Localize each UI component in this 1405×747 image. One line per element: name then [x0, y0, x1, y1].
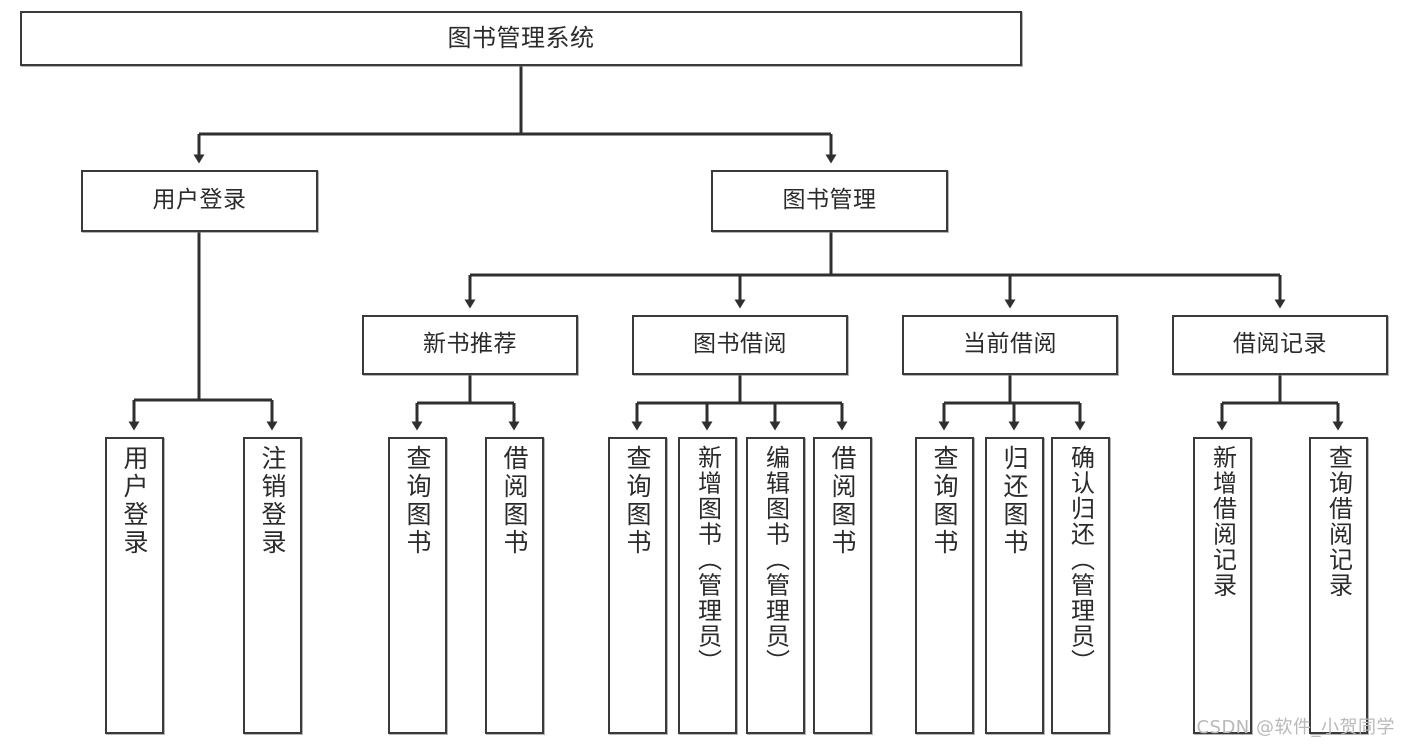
- node-leaf-query-book-1-label: 查询图书: [403, 445, 432, 557]
- node-leaf-borrow-book-2-label: 借阅图书: [828, 445, 857, 557]
- node-borrow-record-label: 借阅记录: [1233, 331, 1327, 358]
- node-leaf-user-login[interactable]: 用户登录: [105, 437, 164, 734]
- node-current-borrow[interactable]: 当前借阅: [902, 315, 1118, 375]
- node-book-borrow-label: 图书借阅: [693, 331, 787, 358]
- node-leaf-logout[interactable]: 注销登录: [243, 437, 302, 734]
- node-leaf-user-login-label: 用户登录: [120, 445, 149, 557]
- node-new-book-recommend-label: 新书推荐: [423, 331, 517, 358]
- node-book-management[interactable]: 图书管理: [711, 170, 948, 232]
- node-leaf-query-book-3[interactable]: 查询图书: [915, 437, 974, 734]
- node-leaf-borrow-book-1[interactable]: 借阅图书: [485, 437, 544, 734]
- node-current-borrow-label: 当前借阅: [963, 331, 1057, 358]
- node-leaf-confirm-return-label: 确认归还（管理员）: [1066, 445, 1095, 675]
- node-leaf-query-record-label: 查询借阅记录: [1324, 445, 1353, 598]
- node-leaf-add-book-label: 新增图书（管理员）: [693, 445, 722, 675]
- node-leaf-query-book-2[interactable]: 查询图书: [608, 437, 667, 734]
- node-leaf-borrow-book-2[interactable]: 借阅图书: [813, 437, 872, 734]
- node-book-management-label: 图书管理: [782, 187, 877, 214]
- node-leaf-return-book-label: 归还图书: [1000, 445, 1029, 557]
- node-leaf-query-book-3-label: 查询图书: [930, 445, 959, 557]
- node-leaf-logout-label: 注销登录: [258, 445, 287, 557]
- node-leaf-confirm-return[interactable]: 确认归还（管理员）: [1051, 437, 1110, 734]
- node-leaf-return-book[interactable]: 归还图书: [985, 437, 1044, 734]
- node-leaf-add-book[interactable]: 新增图书（管理员）: [678, 437, 737, 734]
- watermark-text: CSDN @软件_小贺同学: [1196, 717, 1395, 738]
- node-leaf-query-record[interactable]: 查询借阅记录: [1309, 437, 1368, 734]
- node-user-login-label: 用户登录: [152, 187, 247, 214]
- node-book-borrow[interactable]: 图书借阅: [632, 315, 848, 375]
- node-leaf-edit-book[interactable]: 编辑图书（管理员）: [746, 437, 805, 734]
- node-root[interactable]: 图书管理系统: [20, 11, 1022, 66]
- node-leaf-add-record[interactable]: 新增借阅记录: [1193, 437, 1252, 734]
- node-leaf-borrow-book-1-label: 借阅图书: [500, 445, 529, 557]
- node-leaf-query-book-1[interactable]: 查询图书: [388, 437, 447, 734]
- node-borrow-record[interactable]: 借阅记录: [1172, 315, 1388, 375]
- node-leaf-edit-book-label: 编辑图书（管理员）: [761, 445, 790, 675]
- node-root-label: 图书管理系统: [447, 24, 595, 53]
- node-new-book-recommend[interactable]: 新书推荐: [362, 315, 578, 375]
- node-leaf-query-book-2-label: 查询图书: [623, 445, 652, 557]
- node-leaf-add-record-label: 新增借阅记录: [1208, 445, 1237, 598]
- node-user-login[interactable]: 用户登录: [81, 170, 318, 232]
